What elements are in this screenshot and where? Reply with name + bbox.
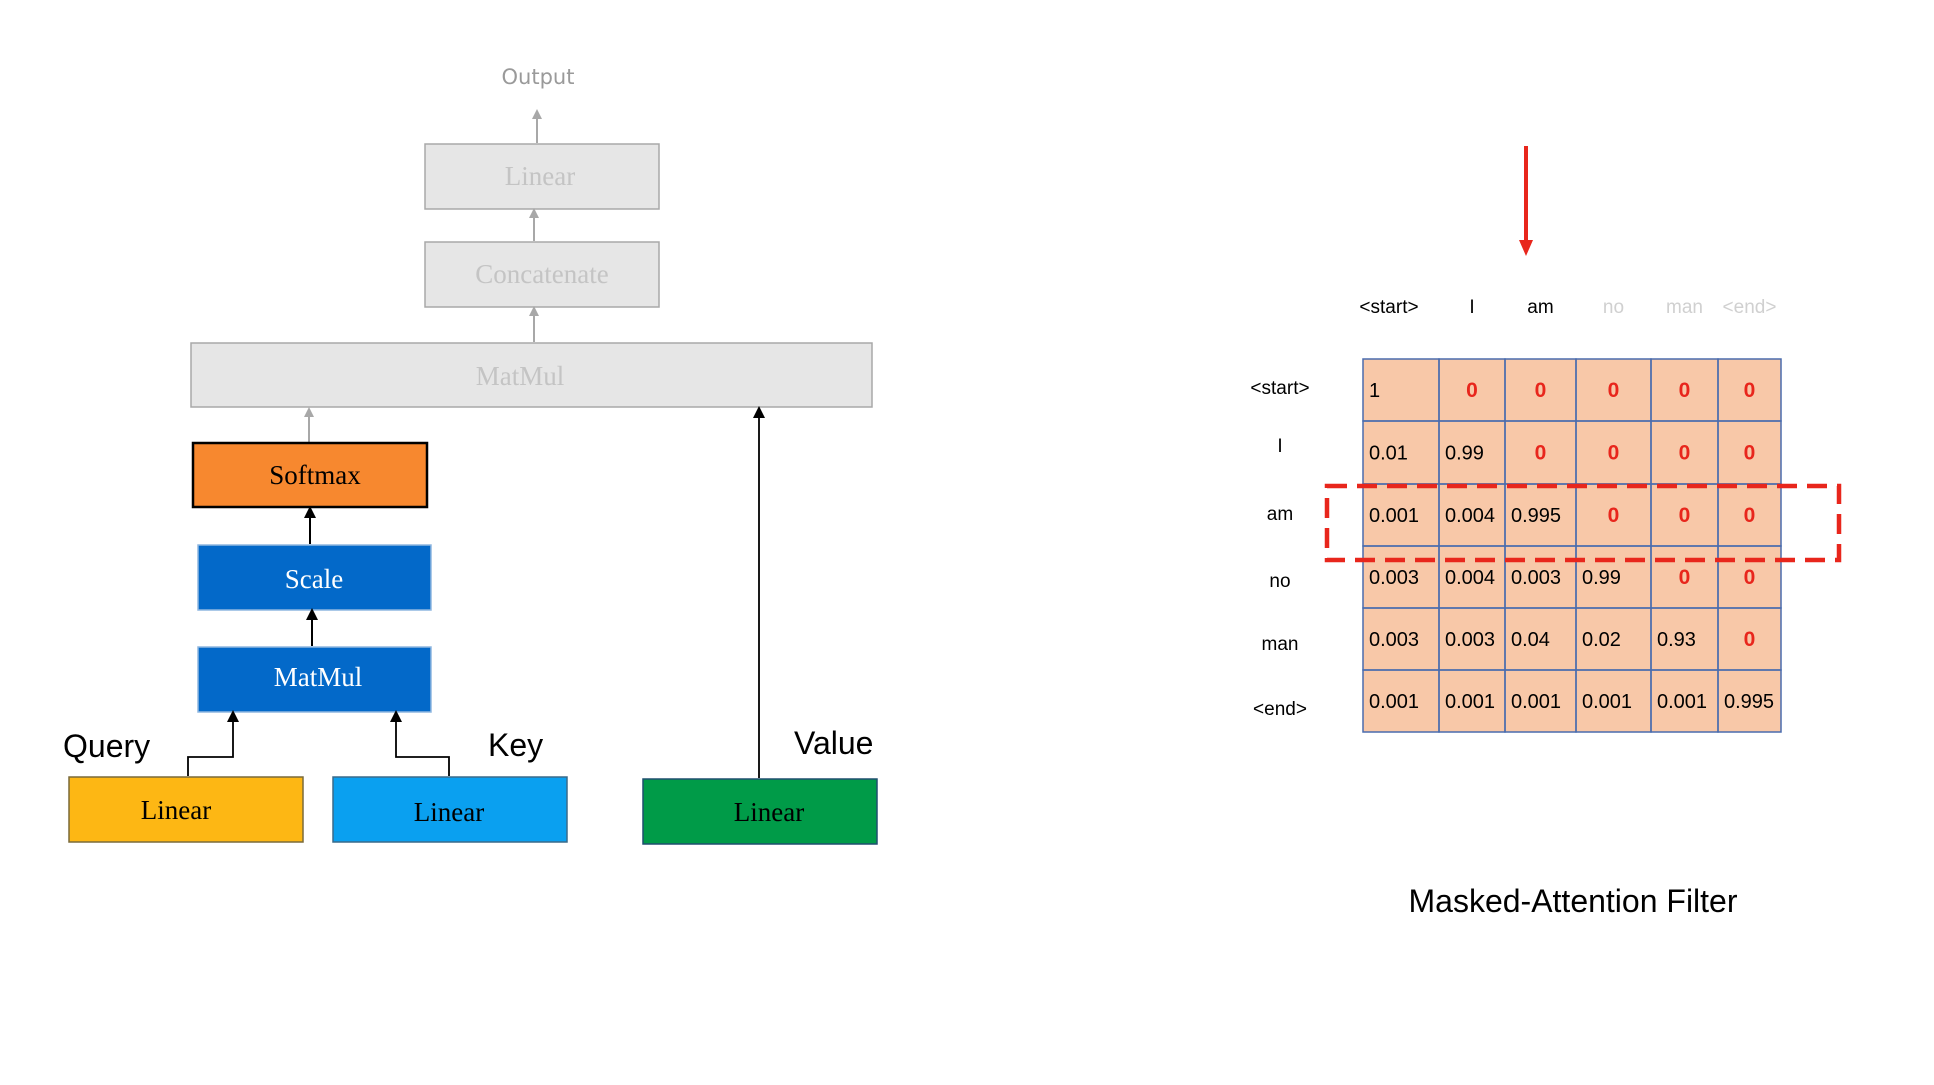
query-label: Query (63, 728, 150, 764)
softmax-box (191, 441, 429, 509)
attention-value: 0.001 (1369, 691, 1419, 713)
column-header: am (1527, 297, 1553, 318)
attention-value: 0.004 (1445, 505, 1495, 527)
masked-zero-value: 0 (1535, 379, 1547, 402)
masked-zero-value: 0 (1679, 566, 1691, 589)
masked-zero-value: 0 (1608, 379, 1620, 402)
scale-box (197, 544, 432, 611)
key-label: Key (488, 727, 543, 763)
masked-zero-value: 0 (1744, 628, 1756, 651)
concatenate-label: Concatenate (475, 259, 608, 289)
masked-zero-value: 0 (1679, 504, 1691, 527)
arrow-query-to-matmul (187, 710, 239, 776)
attention-value: 0.003 (1511, 567, 1561, 589)
matmul-label: MatMul (274, 662, 363, 692)
arrow-key-to-matmul (390, 710, 450, 776)
value-linear-box (642, 778, 878, 845)
attention-diagram: Output Linear Concatenate MatMul Softmax… (63, 65, 878, 845)
matrix-title: Masked-Attention Filter (1408, 883, 1737, 919)
row-header: man (1262, 634, 1299, 655)
key-linear-box (332, 776, 568, 843)
attention-value: 0.001 (1582, 691, 1632, 713)
attention-value: 0.001 (1369, 505, 1419, 527)
attention-value: 0.01 (1369, 443, 1408, 465)
column-header: no (1603, 297, 1624, 318)
masked-zero-value: 0 (1535, 442, 1547, 465)
attention-value: 0.003 (1369, 629, 1419, 651)
top-linear-label: Linear (505, 161, 575, 191)
value-label: Value (794, 725, 873, 761)
masked-zero-value: 0 (1744, 379, 1756, 402)
column-header: man (1666, 297, 1703, 318)
concatenate-box (424, 241, 660, 308)
attention-value: 1 (1369, 380, 1380, 402)
attention-value: 0.001 (1657, 691, 1707, 713)
row-header: <start> (1250, 378, 1309, 399)
softmax-label: Softmax (269, 460, 361, 490)
attention-value: 0.04 (1511, 629, 1550, 651)
attention-value: 0.004 (1445, 567, 1495, 589)
attention-value: 0.001 (1445, 691, 1495, 713)
attention-value: 0.93 (1657, 629, 1696, 651)
column-header: I (1469, 297, 1474, 318)
attention-value: 0.001 (1511, 691, 1561, 713)
attention-value: 0.995 (1724, 691, 1774, 713)
row-header: I (1277, 436, 1282, 457)
query-linear-box (68, 776, 304, 843)
masked-zero-value: 0 (1744, 566, 1756, 589)
top-linear-box (424, 143, 660, 210)
attention-value: 0.995 (1511, 505, 1561, 527)
attention-value: 0.003 (1369, 567, 1419, 589)
matrix-cell (1717, 669, 1782, 733)
row-header: <end> (1253, 699, 1307, 720)
top-matmul-box (190, 342, 873, 408)
column-header: <start> (1359, 297, 1418, 318)
attention-value: 0.02 (1582, 629, 1621, 651)
attention-value: 0.99 (1582, 567, 1621, 589)
matrix-cells: 1 0 0 0 0 0 0.01 0.99 0 0 0 0 0.001 0.004 0.995 0 0 0 0.00… (1362, 358, 1782, 733)
masked-attention-matrix: 1 0 0 0 0 0 0.01 0.99 0 0 0 0 0.001 0.004 0.995 0 0 0 0.00… (1250, 146, 1842, 919)
key-linear-label: Linear (414, 797, 484, 827)
masked-zero-value: 0 (1608, 504, 1620, 527)
highlight-row-box (1324, 483, 1842, 563)
query-linear-label: Linear (141, 795, 211, 825)
matmul-box (197, 646, 432, 713)
masked-zero-value: 0 (1608, 442, 1620, 465)
masked-zero-value: 0 (1744, 504, 1756, 527)
top-matmul-label: MatMul (476, 361, 565, 391)
masked-zero-value: 0 (1466, 379, 1478, 402)
value-linear-label: Linear (734, 797, 804, 827)
row-header: am (1267, 504, 1293, 525)
row-header: no (1269, 571, 1290, 592)
output-label: Output (502, 65, 575, 89)
column-header: <end> (1723, 297, 1777, 318)
masked-zero-value: 0 (1679, 379, 1691, 402)
attention-value: 0.003 (1445, 629, 1495, 651)
masked-zero-value: 0 (1744, 442, 1756, 465)
scale-label: Scale (285, 564, 343, 594)
attention-value: 0.99 (1445, 443, 1484, 465)
masked-zero-value: 0 (1679, 442, 1691, 465)
